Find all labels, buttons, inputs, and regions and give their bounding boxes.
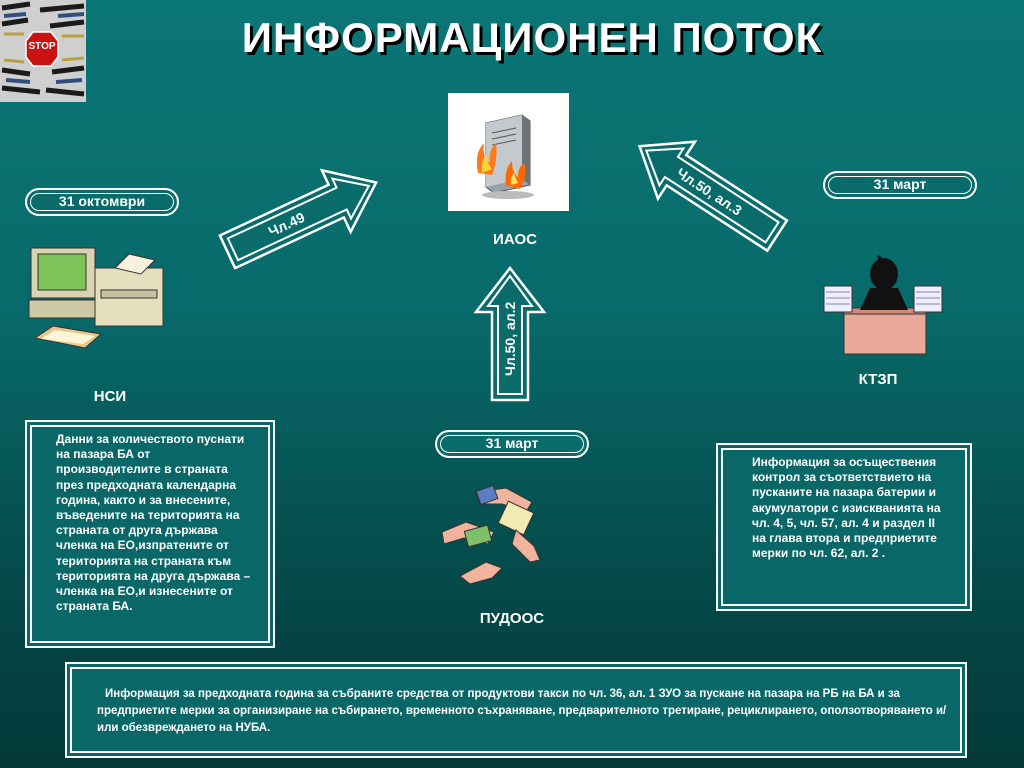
person-desk-image [820,252,945,357]
text-box-nsi [25,420,275,648]
node-label-ktzp: КТЗП [858,371,898,388]
date-pill-ktzp: 31 март [823,171,977,199]
computer-printer-icon [28,247,164,349]
arrow-label-ktzp-to-iaos: Чл.50, ал.3 [674,165,745,219]
person-at-desk-icon [823,254,943,355]
node-label-nsi: НСИ [93,388,127,405]
server-on-fire-icon [476,114,534,199]
arrow-nsi-to-iaos: Чл.49 [218,168,378,270]
logo-picture: STOP [0,0,86,102]
logo-sign-text: STOP [28,41,56,52]
date-text-ktzp: 31 март [873,176,927,192]
arrow-pudoos-to-iaos: Чл.50, ал.2 [473,265,547,402]
arrow-label-pudoos-to-iaos: Чл.50, ал.2 [502,301,518,376]
text-box-bottom [65,662,967,758]
date-text-pudoos: 31 март [485,435,539,451]
node-label-iaos: ИАОС [493,231,537,248]
money-exchange-image [436,480,548,592]
computer-printer-image [25,240,170,365]
date-pill-nsi: 31 октомври [25,188,179,216]
arrow-ktzp-to-iaos: Чл.50, ал.3 [637,140,789,253]
text-nsi: Данни за количеството пуснати на пазара … [56,432,251,614]
node-label-pudoos: ПУДООС [479,610,545,627]
text-box-ktzp [716,443,972,611]
server-image [448,93,569,211]
date-pill-pudoos: 31 март [435,430,589,458]
hands-exchange-money-icon [441,484,541,585]
page-title: ИНФОРМАЦИОНЕН ПОТОК [241,14,823,61]
date-text-nsi: 31 октомври [58,193,146,209]
arrow-label-nsi-to-iaos: Чл.49 [266,209,308,240]
text-ktzp: Информация за осъществения контрол за съ… [752,455,941,561]
text-bottom: Информация за предходната година за събр… [97,688,947,734]
